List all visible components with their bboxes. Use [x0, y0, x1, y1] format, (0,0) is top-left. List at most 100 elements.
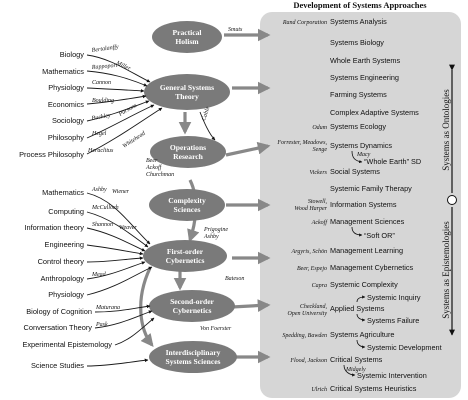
discipline-label: Control theory	[38, 257, 85, 266]
person-label: Beer	[146, 158, 158, 164]
approach-label: Systems Agriculture	[330, 330, 394, 339]
person-label: Ashby	[91, 187, 107, 193]
ontology-epistemology-axis: Systems as Ontologies Systems as Epistem…	[441, 64, 457, 336]
approach-label: Systemic Development	[367, 343, 442, 352]
svg-text:Cybernetics: Cybernetics	[166, 256, 205, 265]
person-label: Bateson	[225, 276, 244, 282]
person-label: Prigogine	[203, 227, 228, 233]
approach-label: Systems Biology	[330, 38, 384, 47]
svg-text:Theory: Theory	[175, 92, 199, 101]
person-label: Pask	[95, 322, 108, 328]
approach-label: Critical Systems Heuristics	[330, 384, 417, 393]
svg-text:Complexity: Complexity	[168, 196, 206, 205]
discipline-label: Anthropology	[40, 274, 84, 283]
approach-label: Systemic Inquiry	[367, 293, 421, 302]
person-label: Cable	[201, 106, 211, 122]
approach-author: Senge	[313, 147, 328, 153]
approach-author: Odum	[312, 125, 327, 131]
person-label: Ashby	[203, 234, 219, 240]
discipline-label: Physiology	[48, 290, 84, 299]
approach-author: Spedding, Bawden	[282, 333, 327, 339]
epistemologies-label: Systems as Epistemologies	[441, 221, 451, 319]
discipline-label: Economics	[48, 100, 84, 109]
node-first-order-cybernetics: First-order Cybernetics	[143, 240, 227, 272]
ontologies-label: Systems as Ontologies	[441, 89, 451, 171]
approach-author: Ackoff	[311, 219, 329, 226]
people-labels: Smuts Bertalanffy Miller Rappoport Canno…	[87, 27, 244, 332]
approach-author: Wood Harper	[294, 206, 327, 212]
svg-text:Practical: Practical	[172, 28, 201, 37]
derivation-arrow	[356, 295, 366, 303]
approach-label: Systems Ecology	[330, 122, 386, 131]
approach-label: Systems Engineering	[330, 73, 399, 82]
approach-label: Management Cybernetics	[330, 263, 413, 272]
discipline-label: Conversation Theory	[24, 323, 93, 332]
approach-author: Argyris, Schön	[291, 249, 327, 255]
approach-label: Applied Systems	[330, 304, 385, 313]
approach-label: Management Sciences	[330, 217, 405, 226]
discipline-label: Sociology	[52, 116, 84, 125]
discipline-label: Experimental Epistemology	[22, 340, 112, 349]
person-label: Buckley	[91, 113, 111, 122]
person-label: Heraclitus	[87, 148, 114, 154]
approach-label: Critical Systems	[330, 355, 383, 364]
approach-author: Checkland,	[300, 304, 328, 310]
approach-label: Systemic Complexity	[330, 280, 398, 289]
approach-label: Systemic Intervention	[357, 371, 427, 380]
approach-author: Beer, Espejo	[297, 266, 327, 272]
person-label: Von Foerster	[200, 326, 232, 332]
svg-text:Research: Research	[173, 152, 204, 161]
approach-author: Rand Corporation	[282, 20, 327, 26]
person-label: Whitehead	[122, 130, 148, 150]
derivation-arrow	[351, 150, 363, 164]
approach-author: Forrester, Meadows,	[276, 140, 327, 146]
node-operations-research: Operations Research	[150, 136, 226, 168]
derivation-arrow	[351, 226, 363, 237]
approach-label: Information Systems	[330, 200, 397, 209]
approach-author: Stowell,	[308, 199, 328, 205]
svg-text:First-order: First-order	[167, 247, 204, 256]
disciplines-list: Biology Mathematics Physiology Economics…	[19, 50, 112, 370]
person-label: Churchman	[146, 172, 174, 178]
approach-label: Complex Adaptive Systems	[330, 108, 419, 117]
discipline-label: Mathematics	[42, 188, 84, 197]
derivation-arrow	[343, 364, 356, 377]
approach-label: Systemic Family Therapy	[330, 184, 412, 193]
person-label: Rappoport	[91, 63, 118, 71]
svg-text:General Systems: General Systems	[160, 83, 214, 92]
person-label: Weaver	[119, 225, 137, 231]
node-interdisciplinary-systems-sciences: Interdisciplinary Systems Sciences	[149, 341, 237, 373]
approach-author: Macy	[356, 152, 371, 158]
approach-label: “Soft OR”	[364, 231, 395, 240]
discipline-label: Engineering	[45, 240, 84, 249]
person-label: Wiener	[112, 189, 130, 195]
person-label: Cannon	[92, 80, 111, 86]
approach-label: “Whole Earth” SD	[364, 157, 421, 166]
diagram-title: Development of Systems Approaches	[293, 0, 427, 10]
approach-label: Farming Systems	[330, 90, 387, 99]
discipline-label: Physiology	[48, 83, 84, 92]
person-label: Smuts	[228, 27, 243, 33]
person-label: Ackoff	[145, 164, 163, 171]
approach-label: Systems Dynamics	[330, 141, 392, 150]
discipline-label: Biology of Cognition	[26, 307, 92, 316]
svg-text:Cybernetics: Cybernetics	[173, 306, 212, 315]
discipline-arrows	[86, 54, 216, 367]
discipline-label: Information theory	[24, 223, 84, 232]
discipline-label: Mathematics	[42, 67, 84, 76]
approach-author: Open University	[288, 311, 328, 317]
approaches-panel	[260, 12, 461, 398]
discipline-label: Computing	[48, 207, 84, 216]
svg-text:Interdisciplinary: Interdisciplinary	[166, 348, 221, 357]
person-label: Shannon	[92, 222, 113, 228]
approach-label: Whole Earth Systems	[330, 56, 401, 65]
approach-author: Capra	[312, 283, 327, 289]
discipline-label: Biology	[60, 50, 85, 59]
node-second-order-cybernetics: Second-order Cybernetics	[149, 290, 235, 322]
node-to-panel-arrows	[139, 28, 271, 364]
approach-label: Management Learning	[330, 246, 403, 255]
derivation-arrow	[356, 339, 366, 349]
approach-author: Vickers	[309, 170, 327, 176]
person-label: Parsons	[117, 102, 138, 118]
